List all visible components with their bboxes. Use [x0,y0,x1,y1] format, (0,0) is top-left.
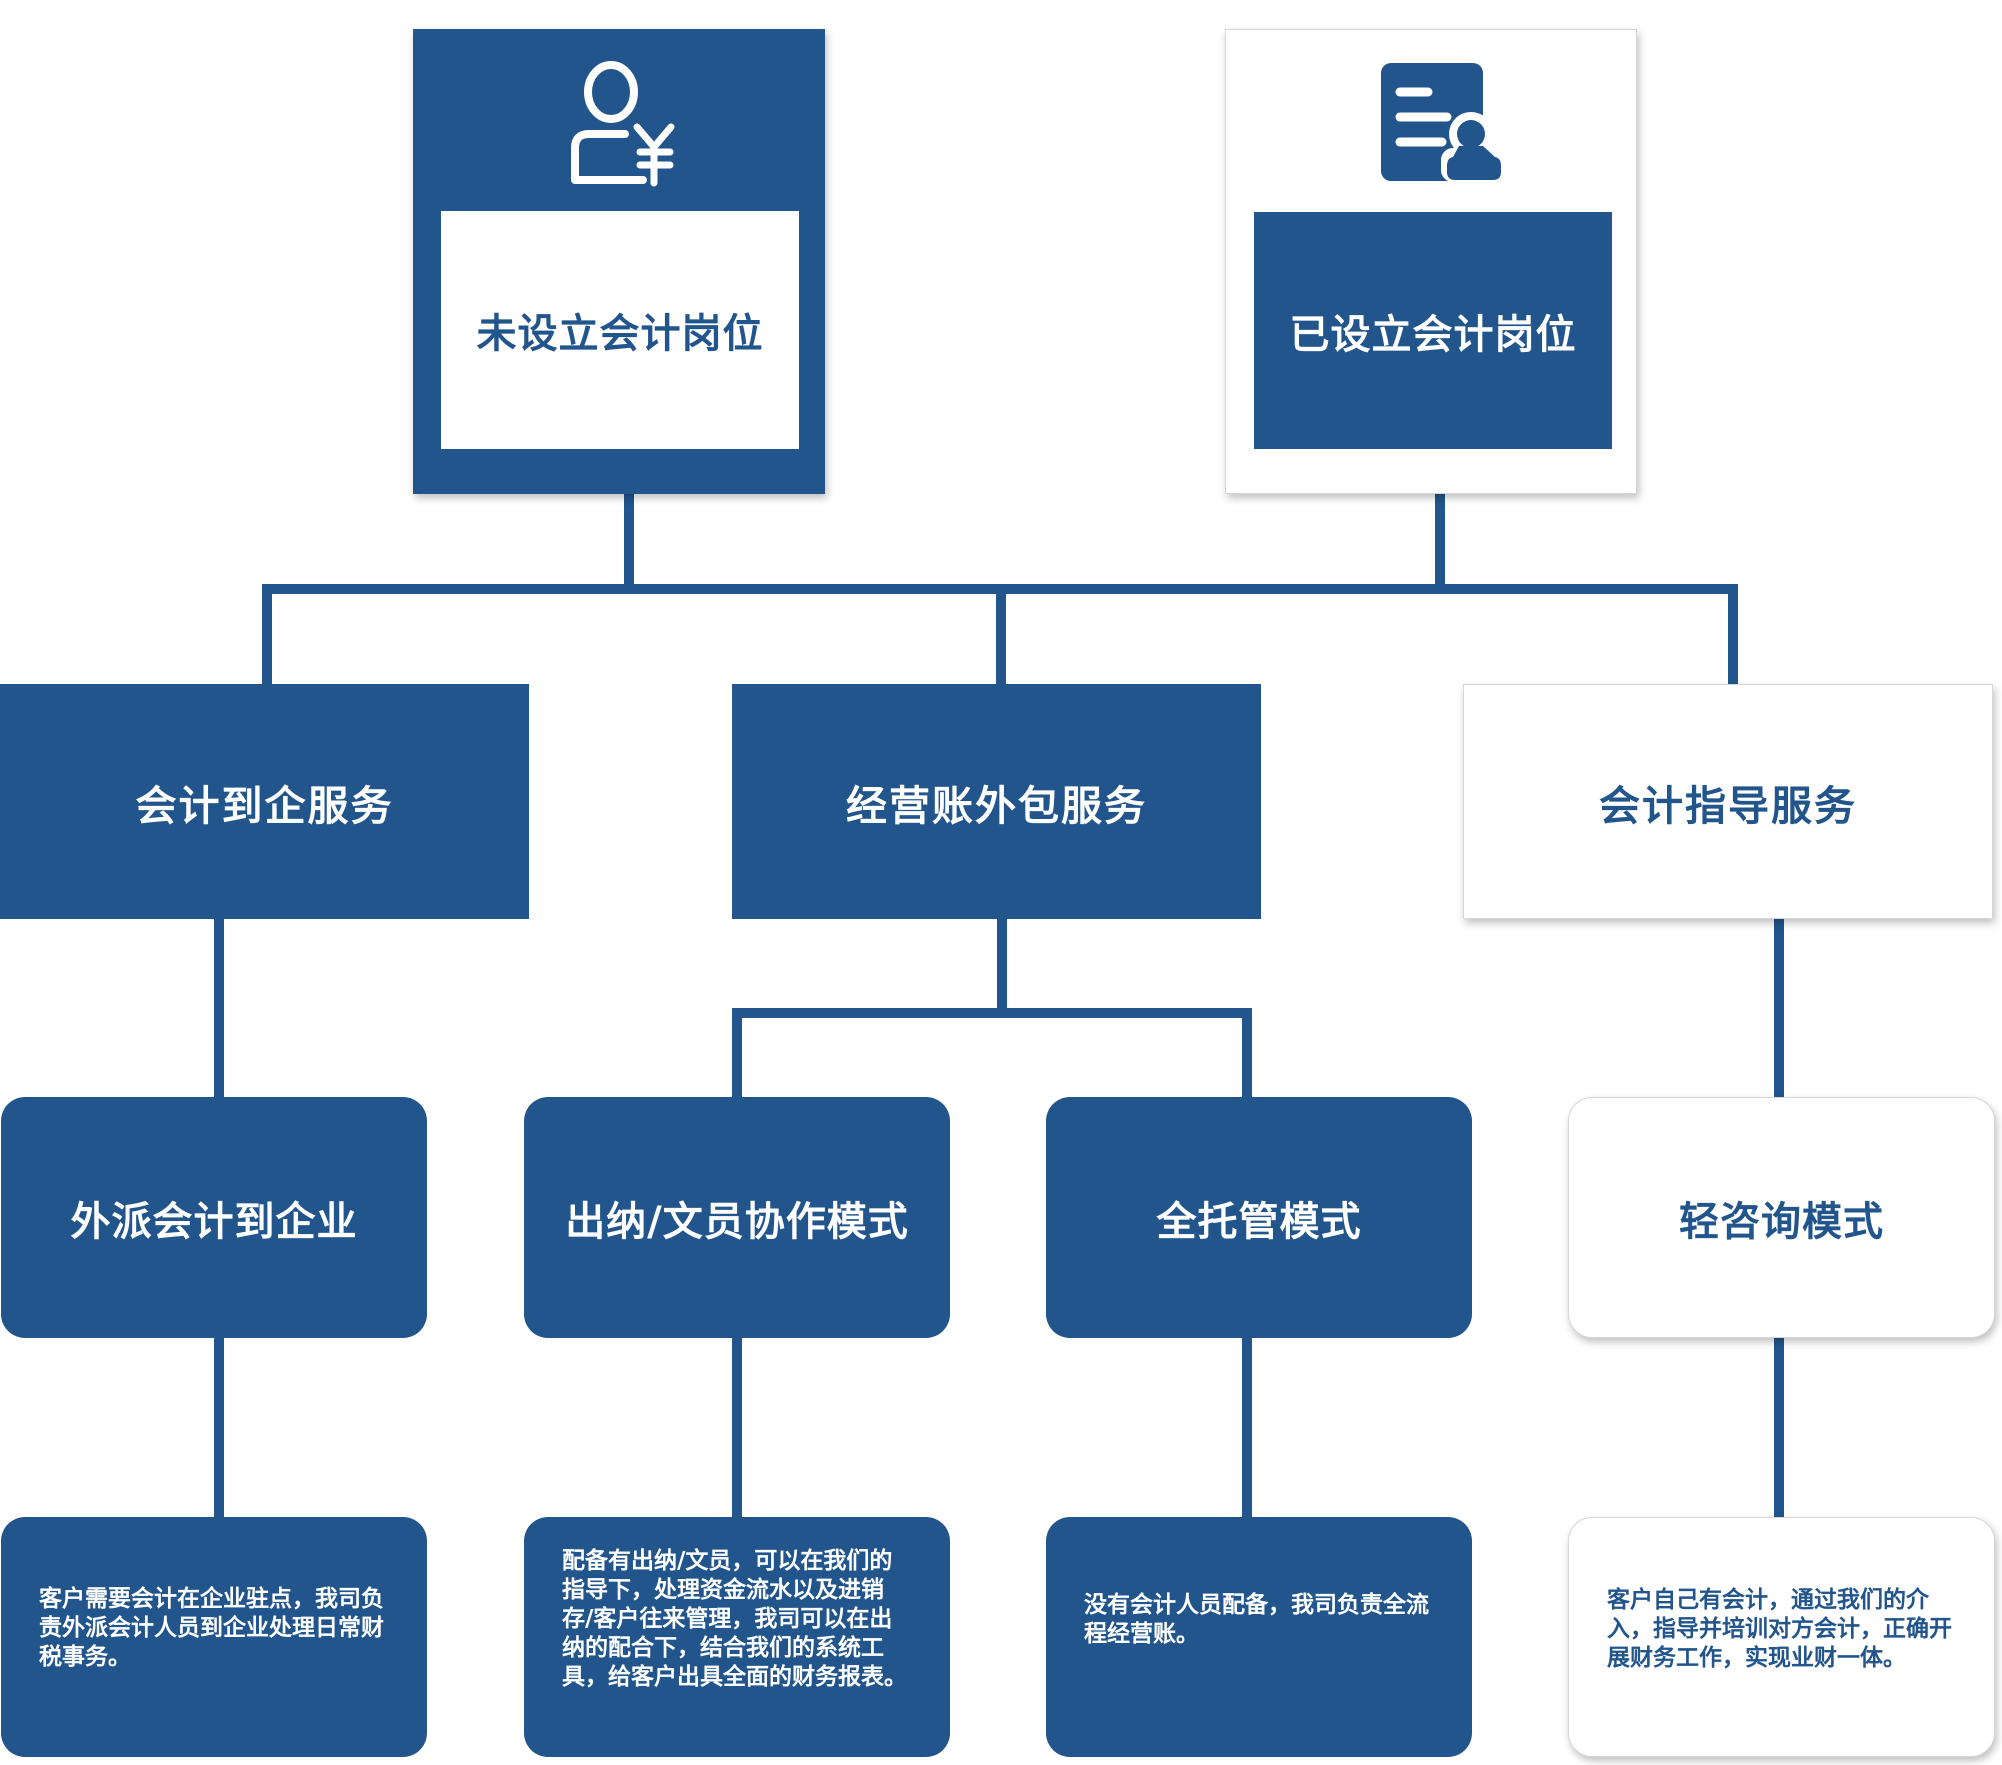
connector-drop-service-1 [262,584,272,684]
mode-title: 外派会计到企业 [70,1198,358,1245]
mode-description: 配备有出纳/文员，可以在我们的指导下，处理资金流水以及进销存/客户往来管理，我司… [562,1548,907,1690]
mode-description: 客户需要会计在企业驻点，我司负责外派会计人员到企业处理日常财税事务。 [39,1586,384,1670]
node-has-accountant-title: 已设立会计岗位 [1289,311,1577,358]
connector-drop-mode-2 [732,1008,742,1098]
user-yen-icon [563,59,679,187]
service-title: 经营账外包服务 [846,781,1147,830]
service-title: 会计到企服务 [135,781,394,830]
mode-light-consulting: 轻咨询模式 [1568,1097,1995,1338]
node-no-accountant-label-box: 未设立会计岗位 [441,211,799,449]
service-bookkeeping-outsourcing: 经营账外包服务 [732,684,1261,919]
connector-top-right-down [1435,493,1445,589]
service-accounting-guidance: 会计指导服务 [1463,684,1993,919]
connector-service-1-to-mode-1 [214,918,224,1098]
node-no-accountant: 未设立会计岗位 [413,29,825,494]
desc-light-consulting: 客户自己有会计，通过我们的介入，指导并培训对方会计，正确开展财务工作，实现业财一… [1568,1517,1995,1757]
desc-full-custody: 没有会计人员配备，我司负责全流程经营账。 [1046,1517,1472,1757]
connector-drop-service-2 [996,584,1006,684]
connector-mode-1-to-desc-1 [214,1337,224,1519]
document-user-icon [1379,62,1509,182]
connector-top-left-down [624,493,634,589]
connector-drop-service-3 [1728,584,1738,684]
mode-title: 轻咨询模式 [1679,1198,1884,1245]
service-onsite-accounting: 会计到企服务 [0,684,529,919]
connector-mode-2-to-desc-2 [732,1337,742,1519]
connector-mode-4-to-desc-4 [1774,1337,1784,1519]
mode-description: 没有会计人员配备，我司负责全流程经营账。 [1084,1592,1429,1647]
service-title: 会计指导服务 [1599,781,1857,830]
mode-description: 客户自己有会计，通过我们的介入，指导并培训对方会计，正确开展财务工作，实现业财一… [1607,1587,1952,1671]
mode-dispatched-accountant: 外派会计到企业 [1,1097,427,1338]
mode-full-custody: 全托管模式 [1046,1097,1472,1338]
node-no-accountant-title: 未设立会计岗位 [476,311,764,357]
connector-drop-mode-3 [1242,1008,1252,1098]
mode-title: 出纳/文员协作模式 [565,1198,909,1245]
node-has-accountant-label-box: 已设立会计岗位 [1254,212,1612,449]
connector-service-2-horizontal [732,1008,1252,1018]
node-has-accountant: 已设立会计岗位 [1225,29,1637,494]
mode-cashier-collaboration: 出纳/文员协作模式 [524,1097,950,1338]
desc-dispatched-accountant: 客户需要会计在企业驻点，我司负责外派会计人员到企业处理日常财税事务。 [1,1517,427,1757]
connector-service-2-down [997,918,1007,1013]
mode-title: 全托管模式 [1156,1198,1362,1245]
connector-mode-3-to-desc-3 [1242,1337,1252,1519]
desc-cashier-collaboration: 配备有出纳/文员，可以在我们的指导下，处理资金流水以及进销存/客户往来管理，我司… [524,1517,950,1757]
connector-service-3-to-mode-4 [1774,918,1784,1098]
